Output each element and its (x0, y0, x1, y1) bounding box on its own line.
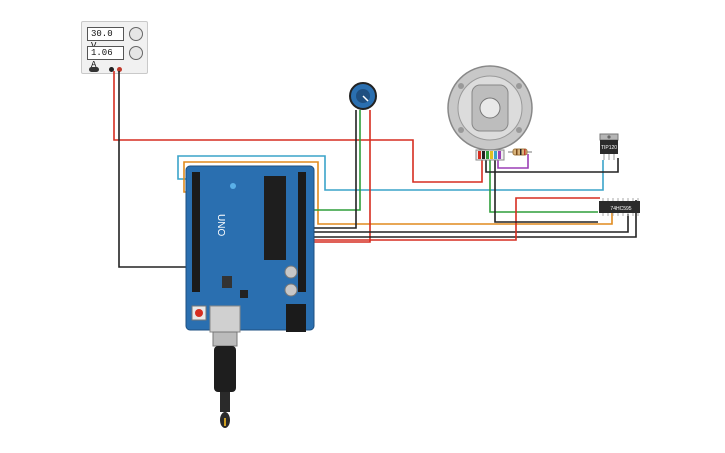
power-jack[interactable] (286, 304, 306, 332)
usb-port[interactable] (209, 305, 241, 333)
wire-black-2[interactable] (302, 214, 629, 233)
dc-motor-encoder[interactable] (447, 65, 533, 161)
wire-red-psu[interactable] (113, 71, 483, 183)
usb-cable (212, 331, 238, 428)
header-right (298, 172, 306, 292)
header-left (192, 172, 200, 292)
voltage-knob[interactable] (129, 27, 143, 41)
wire-orange-1[interactable] (183, 161, 613, 225)
power-supply[interactable]: 30.0 V 1.06 A (81, 21, 148, 74)
wire-black-motor[interactable] (485, 158, 619, 173)
positive-terminal[interactable] (117, 67, 122, 72)
ic-label: 74HC595 (610, 206, 631, 212)
wire-blue-1[interactable] (177, 155, 604, 191)
transistor-tip120[interactable]: TIP120 (599, 133, 619, 160)
wire-black-pot[interactable] (302, 110, 357, 229)
power-switch[interactable] (89, 67, 99, 72)
potentiometer[interactable] (349, 82, 377, 110)
arduino-uno[interactable]: UNO (185, 165, 315, 333)
wire-purple-res[interactable] (497, 154, 529, 169)
wire-black-4[interactable] (494, 160, 598, 223)
wire-black-psu[interactable] (118, 71, 196, 268)
board-label: UNO (215, 214, 226, 236)
wire-green-motor[interactable] (489, 160, 598, 213)
transistor-label: TIP120 (601, 145, 617, 151)
microcontroller-chip (264, 176, 286, 260)
negative-terminal[interactable] (109, 67, 114, 72)
ic-74hc595[interactable]: 74HC595 (599, 198, 640, 216)
resistor[interactable] (508, 148, 532, 156)
current-readout: 1.06 A (87, 46, 124, 70)
wire-green-pot[interactable] (302, 110, 361, 211)
wire-red-pot[interactable] (302, 110, 371, 243)
current-knob[interactable] (129, 46, 143, 60)
wire-red-2[interactable] (302, 197, 600, 241)
